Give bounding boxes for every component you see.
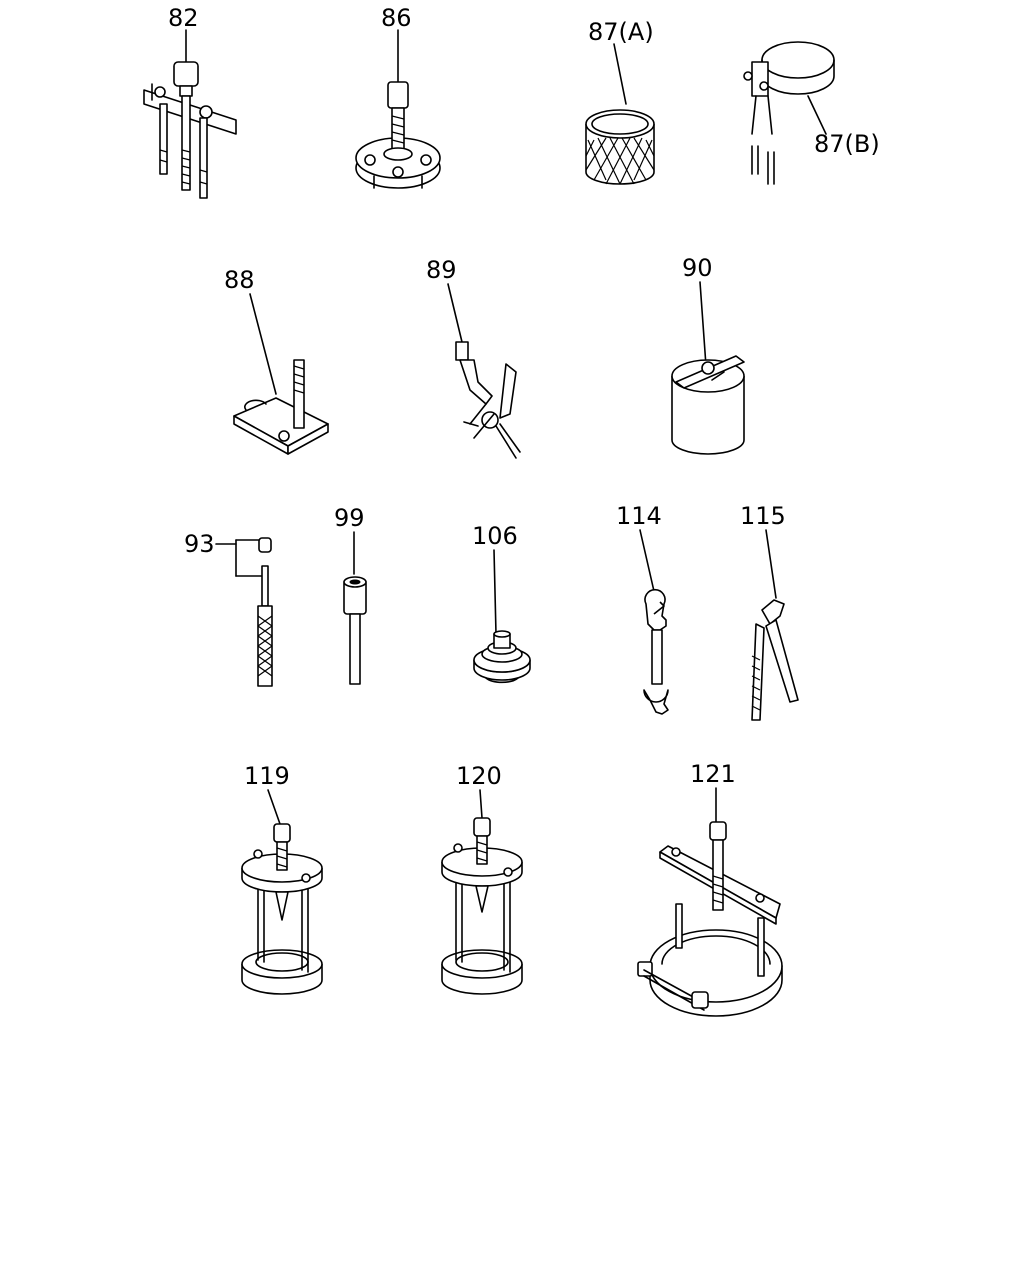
part-115: 115: [740, 502, 799, 721]
part-88-label: 88: [224, 266, 255, 294]
socket-bar-icon: [343, 576, 367, 685]
part-93-label: 93: [184, 530, 215, 558]
part-120-label: 120: [456, 762, 502, 790]
part-87a: 87(A): [585, 18, 655, 185]
ring-puller-icon: [637, 821, 783, 1017]
knurled-cylinder-icon: [585, 109, 655, 185]
band-clamp-icon: [743, 41, 835, 185]
open-end-wrench-icon: [643, 588, 669, 715]
press-fixture-icon: [441, 817, 523, 995]
part-119-label: 119: [244, 762, 290, 790]
part-89-label: 89: [426, 256, 457, 284]
part-87b-label: 87(B): [814, 130, 880, 158]
part-99-label: 99: [334, 504, 365, 532]
part-114-label: 114: [616, 502, 662, 530]
puller-icon: [143, 61, 237, 199]
bracket-with-bolt-icon: [233, 359, 329, 455]
part-82: 82: [143, 4, 237, 199]
part-121-label: 121: [690, 760, 736, 788]
part-89: 89: [426, 256, 521, 459]
part-114: 114: [616, 502, 669, 715]
part-99: 99: [334, 504, 367, 685]
part-90-label: 90: [682, 254, 713, 282]
part-106-label: 106: [472, 522, 518, 550]
press-fixture-icon: [241, 823, 323, 995]
cylinder-holder-icon: [671, 355, 745, 455]
part-82-label: 82: [168, 4, 199, 32]
part-86-label: 86: [381, 4, 412, 32]
part-87b: 87(B): [743, 41, 880, 185]
part-87a-label: 87(A): [588, 18, 654, 46]
gear-puller-plate-icon: [355, 81, 441, 189]
stepped-adapter-icon: [473, 630, 531, 684]
part-119: 119: [241, 762, 323, 995]
part-88: 88: [224, 266, 329, 455]
drift-pin-icon: [257, 537, 273, 687]
pliers-tool-icon: [455, 341, 521, 459]
part-93: 93: [184, 530, 273, 687]
part-115-label: 115: [740, 502, 786, 530]
part-90: 90: [671, 254, 745, 455]
part-120: 120: [441, 762, 523, 995]
part-86: 86: [355, 4, 441, 189]
part-121: 121: [637, 760, 783, 1017]
part-106: 106: [472, 522, 531, 684]
pliers-icon: [751, 599, 799, 721]
